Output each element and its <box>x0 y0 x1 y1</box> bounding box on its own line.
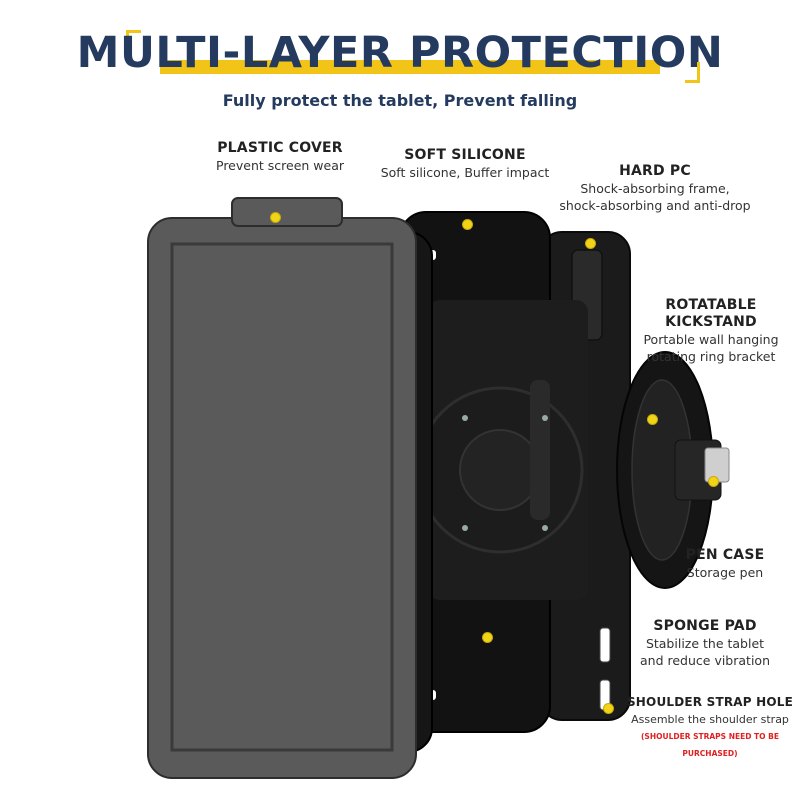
feature-desc: and reduce vibration <box>640 653 770 668</box>
feature-pen-case: PEN CASE Storage pen <box>670 547 780 581</box>
feature-note: (SHOULDER STRAPS NEED TO BE PURCHASED) <box>641 732 779 758</box>
feature-desc: Portable wall hanging <box>643 332 779 347</box>
feature-desc: Shock-absorbing frame, <box>580 181 730 196</box>
feature-strap-hole: SHOULDER STRAP HOLE Assemble the shoulde… <box>622 694 798 762</box>
plastic-cover-frame <box>147 197 417 779</box>
feature-desc: Storage pen <box>686 565 764 580</box>
feature-desc: Assemble the shoulder strap <box>631 713 789 726</box>
feature-title: SPONGE PAD <box>653 618 757 634</box>
feature-kickstand: ROTATABLE KICKSTAND Portable wall hangin… <box>622 297 800 365</box>
soft-silicone-layer <box>399 211 588 733</box>
feature-title: SOFT SILICONE <box>404 147 526 163</box>
pointer-kickstand <box>648 415 657 424</box>
pointer-pen-case <box>709 477 718 486</box>
pointer-sponge-pad <box>483 633 492 642</box>
feature-title: SHOULDER STRAP HOLE <box>626 695 794 709</box>
feature-hard-pc: HARD PC Shock-absorbing frame, shock-abs… <box>555 163 755 214</box>
pointer-strap-hole <box>604 704 613 713</box>
feature-desc: Prevent screen wear <box>216 158 344 173</box>
pointer-plastic-cover <box>271 213 280 222</box>
feature-sponge-pad: SPONGE PAD Stabilize the tablet and redu… <box>630 618 780 669</box>
feature-title: HARD PC <box>619 163 691 179</box>
page-subtitle: Fully protect the tablet, Prevent fallin… <box>222 91 578 110</box>
page-title: MULTI-LAYER PROTECTION <box>76 28 724 78</box>
feature-plastic-cover: PLASTIC COVER Prevent screen wear <box>205 140 355 174</box>
pointer-hard-pc <box>586 239 595 248</box>
pointer-soft-silicone <box>463 220 472 229</box>
feature-desc: rotating ring bracket <box>646 349 776 364</box>
feature-soft-silicone: SOFT SILICONE Soft silicone, Buffer impa… <box>375 147 555 181</box>
feature-title: ROTATABLE KICKSTAND <box>665 297 757 330</box>
feature-desc: Soft silicone, Buffer impact <box>380 165 550 180</box>
plastic-cover-window <box>170 244 394 750</box>
feature-desc: Stabilize the tablet <box>645 636 765 651</box>
title-corner-top-left <box>126 30 141 51</box>
title-corner-bottom-right <box>685 62 700 83</box>
feature-title: PLASTIC COVER <box>217 140 343 156</box>
feature-desc: shock-absorbing and anti-drop <box>559 198 751 213</box>
feature-title: PEN CASE <box>685 547 765 563</box>
title-highlight-bar <box>160 60 660 74</box>
rotatable-kickstand <box>616 351 730 589</box>
